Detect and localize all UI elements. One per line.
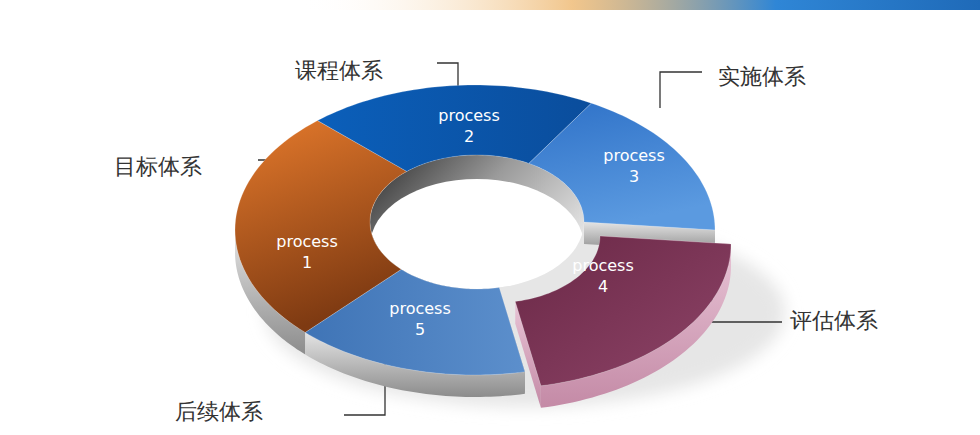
segment-side [305,333,525,397]
segment-cut-face [499,288,525,394]
segment-cut-face [600,236,731,266]
segment-label-holder: process 2 [438,106,499,148]
segment-cut-face [515,302,541,408]
process-label: process 1 [276,232,337,274]
header-band [300,0,980,10]
segment-side [541,244,731,408]
leader-line [437,63,458,104]
leader-lines [258,63,782,415]
leader-line [690,266,782,322]
leader-line [258,160,278,195]
system-label: 实施体系 [718,63,806,92]
leader-line [660,72,702,108]
process-label: process 4 [572,256,633,298]
segment-face [305,269,525,375]
segment-label-holder: process 3 [603,146,664,188]
segment-face [515,236,731,386]
system-label: 课程体系 [295,57,383,86]
leader-line [344,358,385,415]
donut-hole [370,155,584,313]
process-label: process 3 [603,146,664,188]
system-label: 评估体系 [790,307,878,336]
segment-face [318,85,592,171]
segment-cut-face [584,222,715,252]
system-label: 目标体系 [114,153,202,182]
segment-label-holder: process 5 [389,299,450,341]
segment-side [235,230,305,355]
segment-face [235,121,407,333]
process-label: process 2 [438,106,499,148]
segment-label-holder: process 4 [572,256,633,298]
segment-label-holder: process 1 [276,232,337,274]
segment-face [529,103,715,230]
process-label: process 5 [389,299,450,341]
system-label: 后续体系 [175,398,263,427]
